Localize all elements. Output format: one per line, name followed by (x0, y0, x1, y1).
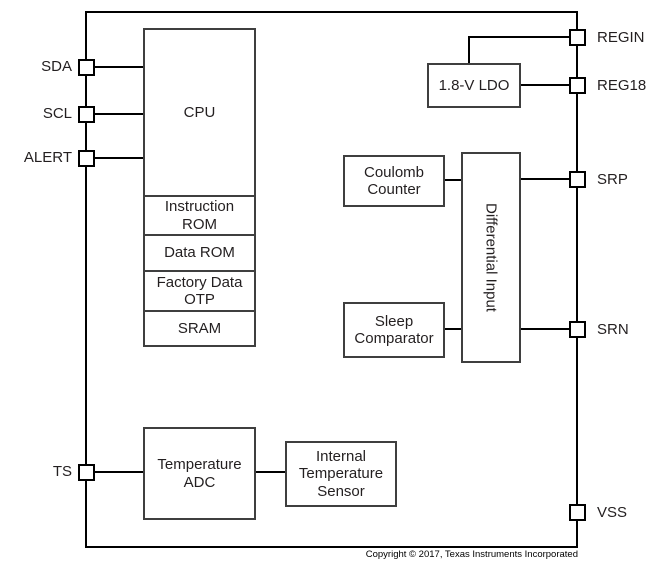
block-coulomb-counter: Coulomb Counter (343, 155, 445, 207)
block-instruction-rom: Instruction ROM (143, 195, 256, 236)
block-differential-input-label: Differential Input (482, 203, 500, 312)
block-sram-label: SRAM (177, 319, 222, 337)
pin-ts (78, 464, 95, 481)
block-factory-data-otp-label: Factory Data OTP (156, 273, 243, 308)
wire-coulomb-diffin (444, 179, 462, 181)
pin-vss (569, 504, 586, 521)
wire-diffin-srp (520, 178, 570, 180)
pin-label-regin: REGIN (597, 29, 645, 46)
block-cpu-label: CPU (183, 103, 216, 121)
wire-diffin-srn (520, 328, 570, 330)
pin-sda (78, 59, 95, 76)
pin-label-srn: SRN (597, 321, 629, 338)
block-sram: SRAM (143, 310, 256, 347)
block-cpu: CPU (143, 28, 256, 197)
pin-scl (78, 106, 95, 123)
block-data-rom: Data ROM (143, 234, 256, 272)
wire-alert-cpu (95, 157, 145, 159)
wire-ldo-reg18 (520, 84, 570, 86)
copyright-notice: Copyright © 2017, Texas Instruments Inco… (365, 549, 578, 560)
pin-srp (569, 171, 586, 188)
block-differential-input: Differential Input (461, 152, 521, 363)
block-internal-temperature-sensor-label: Internal Temperature Sensor (298, 448, 384, 500)
block-temperature-adc: Temperature ADC (143, 427, 256, 520)
wire-ldo-regin-v (468, 38, 470, 65)
pin-regin (569, 29, 586, 46)
wire-ldo-regin-h (468, 36, 570, 38)
wire-ts-adc (95, 471, 145, 473)
block-ldo: 1.8-V LDO (427, 63, 521, 108)
block-data-rom-label: Data ROM (164, 244, 235, 262)
pin-label-sda: SDA (41, 58, 72, 75)
pin-label-vss: VSS (597, 504, 628, 521)
wire-sda-cpu (95, 66, 145, 68)
pin-srn (569, 321, 586, 338)
block-factory-data-otp: Factory Data OTP (143, 270, 256, 312)
pin-alert (78, 150, 95, 167)
block-internal-temperature-sensor: Internal Temperature Sensor (285, 441, 397, 507)
pin-label-reg18: REG18 (597, 77, 647, 94)
wire-scl-cpu (95, 113, 145, 115)
pin-label-scl: SCL (42, 105, 72, 122)
block-instruction-rom-label: Instruction ROM (164, 198, 235, 233)
wire-sleep-diffin (444, 328, 462, 330)
block-sleep-comparator-label: Sleep Comparator (354, 312, 434, 347)
block-sleep-comparator: Sleep Comparator (343, 302, 445, 358)
pin-reg18 (569, 77, 586, 94)
block-ldo-label: 1.8-V LDO (438, 76, 510, 94)
block-temperature-adc-label: Temperature ADC (157, 456, 242, 491)
pin-label-alert: ALERT (23, 149, 72, 166)
pin-label-srp: SRP (597, 171, 628, 188)
wire-adc-sensor (254, 471, 286, 473)
pin-label-ts: TS (52, 463, 72, 480)
block-coulomb-counter-label: Coulomb Counter (363, 163, 425, 198)
